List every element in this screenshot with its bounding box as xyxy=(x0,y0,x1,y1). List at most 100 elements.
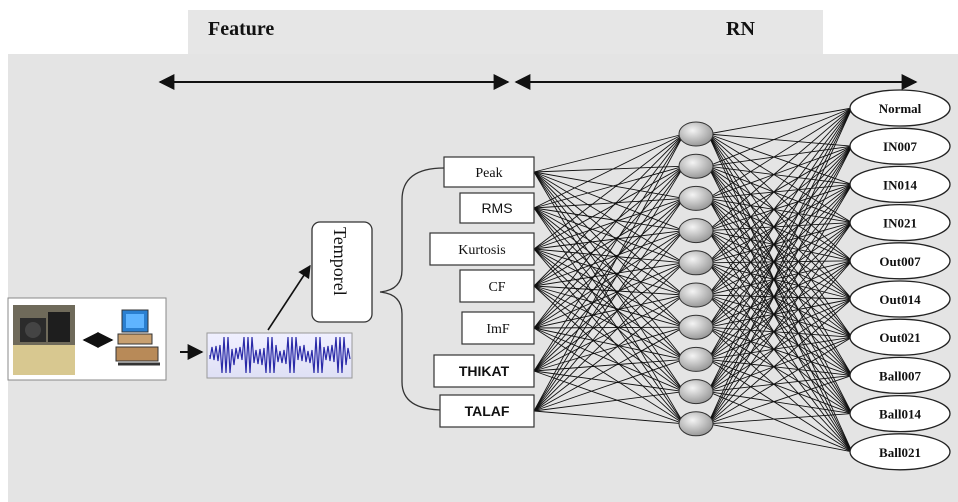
output-label: Ball021 xyxy=(879,445,921,460)
input-connection xyxy=(533,171,685,264)
output-connection xyxy=(707,184,853,360)
output-connection xyxy=(707,391,853,453)
input-connection xyxy=(533,285,685,360)
output-connection xyxy=(707,107,853,264)
feature-label: THIKAT xyxy=(459,363,510,379)
input-connection xyxy=(533,294,685,372)
hidden-node xyxy=(678,250,714,276)
feature-label: Peak xyxy=(475,166,502,181)
feature-label: ImF xyxy=(486,322,510,337)
output-connection xyxy=(707,262,853,300)
output-connection xyxy=(707,358,853,376)
input-connection xyxy=(533,171,685,425)
input-connection xyxy=(533,391,685,412)
output-connection xyxy=(707,262,853,453)
output-node: IN014 xyxy=(849,165,951,204)
input-connection xyxy=(533,410,685,425)
output-connection xyxy=(707,298,853,360)
output-connection xyxy=(707,222,853,296)
output-connection xyxy=(707,107,853,360)
input-connection xyxy=(533,358,685,372)
input-connection xyxy=(533,294,685,329)
output-connection xyxy=(707,184,853,392)
input-connection xyxy=(533,294,685,412)
hidden-node xyxy=(678,218,714,244)
input-connection xyxy=(533,326,685,372)
temporel-label: Temporel xyxy=(330,227,350,296)
output-connection xyxy=(707,326,853,338)
feature-box: THIKAT xyxy=(433,354,535,388)
output-node: Ball007 xyxy=(849,356,951,395)
input-connection xyxy=(533,358,685,412)
output-connection xyxy=(707,184,853,328)
output-connection xyxy=(707,107,853,392)
output-connection xyxy=(707,145,853,392)
output-connection xyxy=(707,107,853,328)
feature-brace xyxy=(379,167,445,411)
input-connection xyxy=(533,198,685,412)
output-connection xyxy=(707,413,853,425)
input-connection xyxy=(533,285,685,425)
output-connection xyxy=(707,222,853,264)
feature-label: TALAF xyxy=(465,403,510,419)
output-connection xyxy=(707,260,853,360)
output-connection xyxy=(707,107,853,296)
input-connection xyxy=(533,171,685,392)
output-connection xyxy=(707,374,853,425)
input-connection xyxy=(533,165,685,173)
input-connection xyxy=(533,198,685,372)
output-connection xyxy=(707,165,853,224)
output-connection xyxy=(707,423,853,453)
hidden-node xyxy=(678,346,714,372)
output-connection xyxy=(707,222,853,392)
output-connection xyxy=(707,374,853,393)
input-connection xyxy=(533,262,685,287)
feature-label: CF xyxy=(488,280,505,295)
header-band xyxy=(188,10,823,54)
feature-box: TALAF xyxy=(439,394,535,428)
input-connection xyxy=(533,165,685,372)
output-layer: NormalIN007IN014IN021Out007Out014Out021B… xyxy=(849,89,951,471)
output-connection xyxy=(707,358,853,415)
input-connection xyxy=(533,262,685,412)
hidden-node xyxy=(678,282,714,308)
output-connection xyxy=(707,336,853,425)
input-connection xyxy=(533,133,685,173)
output-connection xyxy=(707,298,853,425)
output-label: Out007 xyxy=(879,254,921,269)
feature-box: Kurtosis xyxy=(429,232,535,266)
output-connection xyxy=(707,260,853,264)
output-connection xyxy=(707,107,853,424)
output-connection xyxy=(707,145,853,360)
computer-icon xyxy=(115,309,160,366)
input-connection xyxy=(533,326,685,412)
input-connection xyxy=(533,171,685,328)
output-connection xyxy=(707,145,853,264)
input-connection xyxy=(533,133,685,412)
output-connection xyxy=(707,294,853,338)
input-connection xyxy=(533,327,685,425)
output-label: IN007 xyxy=(883,139,917,154)
output-connection xyxy=(707,359,853,453)
acquisition-setup xyxy=(7,297,167,381)
output-connection xyxy=(707,222,853,328)
output-connection xyxy=(707,184,853,264)
input-connection xyxy=(533,262,685,329)
input-connection xyxy=(533,165,685,412)
output-label: Ball007 xyxy=(879,368,921,383)
input-connection xyxy=(533,171,685,199)
output-connection xyxy=(707,107,853,199)
input-connection xyxy=(533,370,685,393)
input-connection xyxy=(533,133,685,209)
output-connection xyxy=(707,145,853,328)
output-connection xyxy=(707,294,853,414)
output-connection xyxy=(707,326,853,376)
output-connection xyxy=(707,184,853,425)
output-node: IN021 xyxy=(849,203,951,242)
input-connection xyxy=(533,230,685,412)
output-connection xyxy=(707,326,853,453)
input-connection xyxy=(533,165,685,287)
output-connection xyxy=(707,107,853,231)
